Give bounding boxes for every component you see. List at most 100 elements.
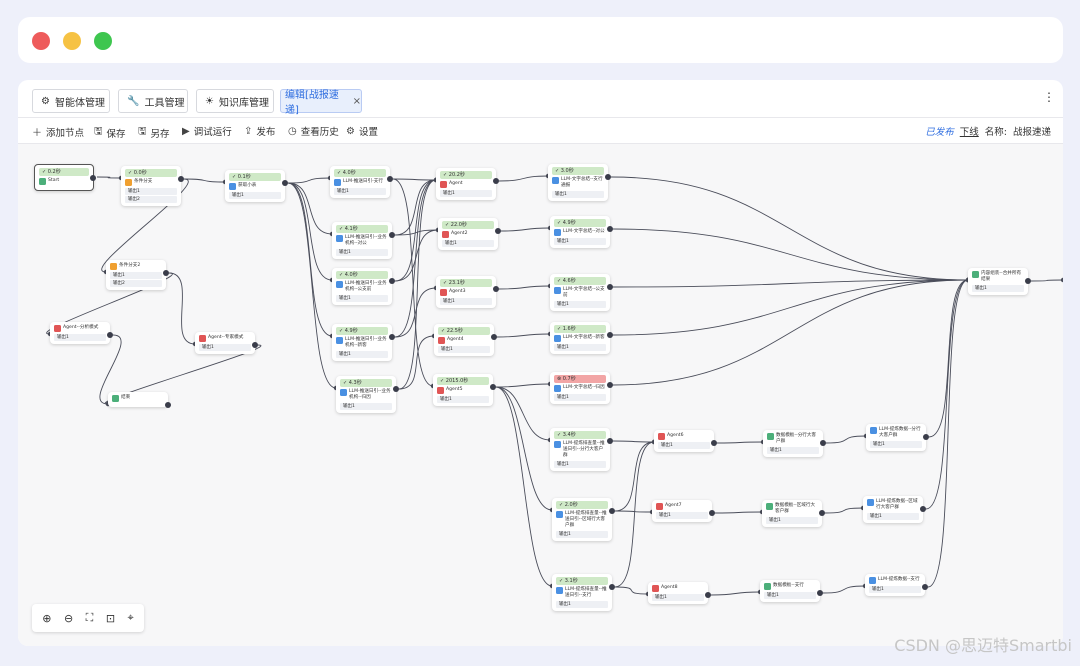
flow-node-data1[interactable]: 数据模板--分行大客户群输出1 (763, 430, 826, 457)
output-port[interactable] (607, 284, 613, 290)
flow-node-end[interactable]: 结束 (108, 392, 171, 408)
output-port[interactable] (920, 506, 926, 512)
output-port[interactable] (252, 342, 258, 348)
add-node-button[interactable]: ＋添加节点 (32, 124, 84, 140)
node-header: 获取小表 (229, 183, 281, 190)
output-port[interactable] (495, 228, 501, 234)
output-port[interactable] (107, 332, 113, 338)
output-port[interactable] (607, 226, 613, 232)
offline-link[interactable]: 下线 (959, 127, 979, 138)
flow-node-data2[interactable]: 数据模板--区域行大客户群输出1 (762, 500, 825, 527)
output-port[interactable] (163, 270, 169, 276)
tab-tool-management[interactable]: 🔧 工具管理 (118, 89, 188, 113)
output-port[interactable] (609, 508, 615, 514)
tab-agent-management[interactable]: ⚙ 智能体管理 (32, 89, 110, 113)
output-port[interactable] (490, 384, 496, 390)
flow-node-fin2[interactable]: LLM-提炼数据--区域行大客户群输出1 (863, 496, 926, 523)
tab-knowledge-management[interactable]: ☀ 知识库管理 (196, 89, 274, 113)
flow-node-fin3[interactable]: LLM-提炼数据--支行输出1 (865, 574, 928, 596)
close-window-button[interactable] (32, 32, 50, 50)
output-port[interactable] (389, 334, 395, 340)
output-port[interactable] (711, 440, 717, 446)
output-port[interactable] (820, 440, 826, 446)
node-header: Agent4 (438, 337, 490, 344)
output-port[interactable] (923, 434, 929, 440)
zoom-in-icon[interactable]: ⊕ (42, 611, 52, 625)
locate-icon[interactable]: ⌖ (127, 611, 134, 624)
output-port[interactable] (90, 175, 96, 181)
output-port[interactable] (819, 510, 825, 516)
node-output: 输出1 (229, 192, 281, 199)
output-port[interactable] (607, 382, 613, 388)
output-port[interactable] (922, 584, 928, 590)
flow-node-agentB[interactable]: Agent--专家模式输出1 (195, 332, 258, 354)
output-port[interactable] (493, 286, 499, 292)
flow-node-merge[interactable]: 内容组装--合并所有结果输出1 (968, 268, 1031, 295)
output-port[interactable] (607, 332, 613, 338)
output-port[interactable] (817, 590, 823, 596)
output-port[interactable] (178, 176, 184, 182)
output-port[interactable] (609, 584, 615, 590)
settings-button[interactable]: ⚙设置 (346, 124, 378, 139)
output-port[interactable] (387, 176, 393, 182)
minimize-window-button[interactable] (63, 32, 81, 50)
publish-button[interactable]: ⇪发布 (244, 124, 275, 139)
output-port[interactable] (389, 232, 395, 238)
output-port[interactable] (165, 402, 171, 408)
save-as-button[interactable]: 🖫另存 (138, 124, 170, 141)
tab-edit-flow[interactable]: 编辑[战报速递] × (280, 89, 362, 116)
node-output: 输出1 (336, 351, 388, 358)
flow-node-loop[interactable]: ✓ 0.1秒获取小表输出1 (225, 170, 288, 202)
more-icon[interactable]: ⋮ (1043, 90, 1055, 104)
output-port[interactable] (605, 174, 611, 180)
fit-view-icon[interactable]: ⛶ (85, 611, 94, 624)
node-title: LLM-提炼数据--区域行大客户群 (876, 499, 918, 510)
output-port[interactable] (709, 510, 715, 516)
output-port[interactable] (705, 592, 711, 598)
zoom-out-icon[interactable]: ⊖ (63, 611, 74, 625)
output-port[interactable] (389, 278, 395, 284)
output-port[interactable] (1025, 278, 1031, 284)
output-port[interactable] (607, 438, 613, 444)
flow-node-fin1[interactable]: LLM-提炼数据--分行大客户群输出1 (866, 424, 929, 451)
flow-node-data3[interactable]: 数据模板--支行输出1 (760, 580, 823, 602)
flow-node-agentA[interactable]: Agent--分析模式输出1 (50, 322, 113, 344)
zoom-reset-icon[interactable]: ⊡ (105, 611, 116, 625)
save-button[interactable]: 🖫保存 (94, 124, 126, 141)
output-port[interactable] (393, 386, 399, 392)
history-button[interactable]: ◷查看历史 (288, 124, 339, 139)
debug-run-button[interactable]: ▶调试运行 (182, 124, 232, 139)
flow-edge (612, 279, 969, 336)
output-port[interactable] (282, 180, 288, 186)
input-port[interactable] (1060, 277, 1063, 283)
output-port[interactable] (491, 334, 497, 340)
close-icon[interactable]: × (352, 95, 361, 107)
maximize-window-button[interactable] (94, 32, 112, 50)
output-port[interactable] (493, 178, 499, 184)
